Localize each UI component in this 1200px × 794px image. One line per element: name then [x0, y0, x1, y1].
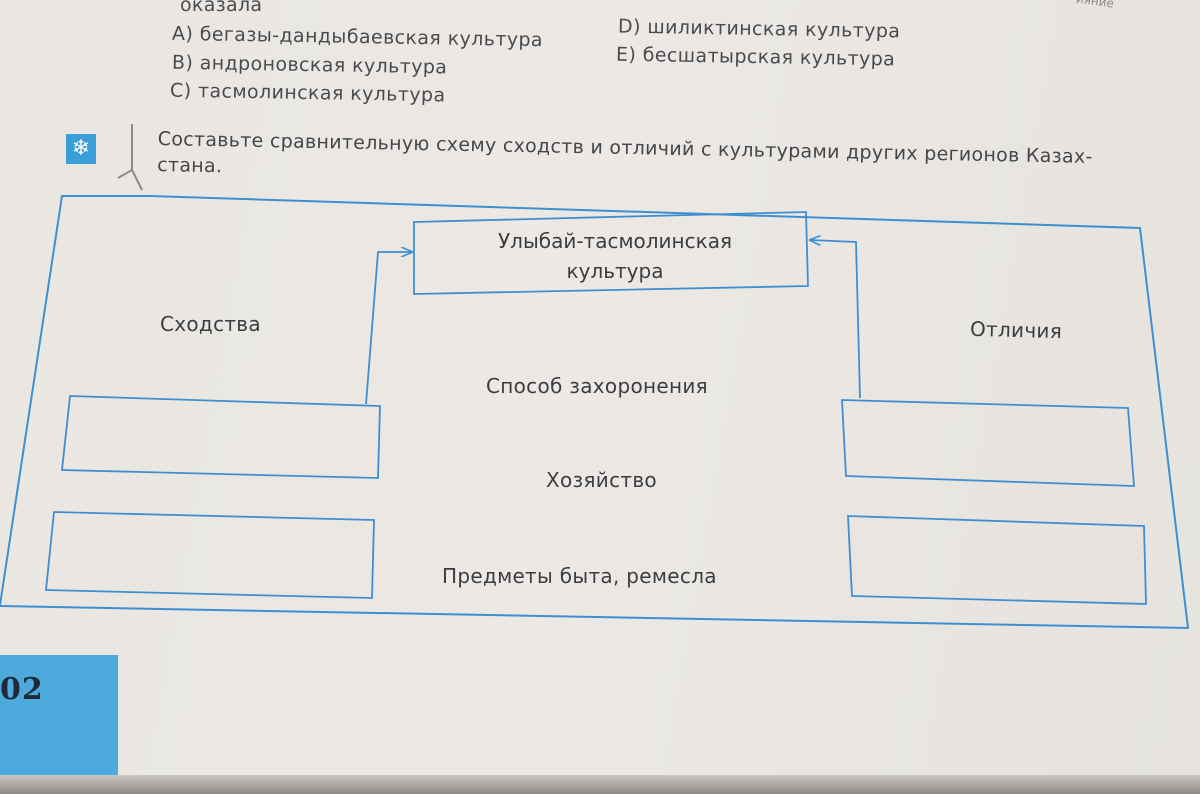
similarity-box-2[interactable]	[45, 511, 375, 599]
right-arrow	[810, 240, 861, 399]
criterion-burial: Способ захоронения	[486, 374, 708, 398]
outer-border	[0, 195, 1190, 630]
difference-box-2[interactable]	[847, 515, 1147, 605]
question-lead-text: оказала	[180, 0, 263, 16]
left-arrow	[365, 252, 412, 405]
similarity-box-1[interactable]	[61, 395, 381, 479]
differences-label: Отличия	[969, 316, 1063, 344]
similarities-label: Сходства	[160, 312, 261, 336]
center-title-line2: культура	[566, 259, 664, 283]
snowflake-icon: ❄	[66, 134, 96, 164]
criterion-household-items: Предметы быта, ремесла	[442, 564, 717, 588]
page-edge-shadow	[0, 775, 1200, 794]
center-title: Улыбай-тасмолинская культура	[420, 226, 810, 286]
criterion-economy: Хозяйство	[546, 468, 657, 492]
center-title-line1: Улыбай-тасмолинская	[497, 229, 732, 253]
pointer-mark	[117, 124, 143, 191]
difference-box-1[interactable]	[841, 399, 1135, 487]
page-number-tab	[0, 655, 118, 775]
page-number: 02	[0, 672, 44, 707]
center-title-box	[413, 211, 809, 295]
